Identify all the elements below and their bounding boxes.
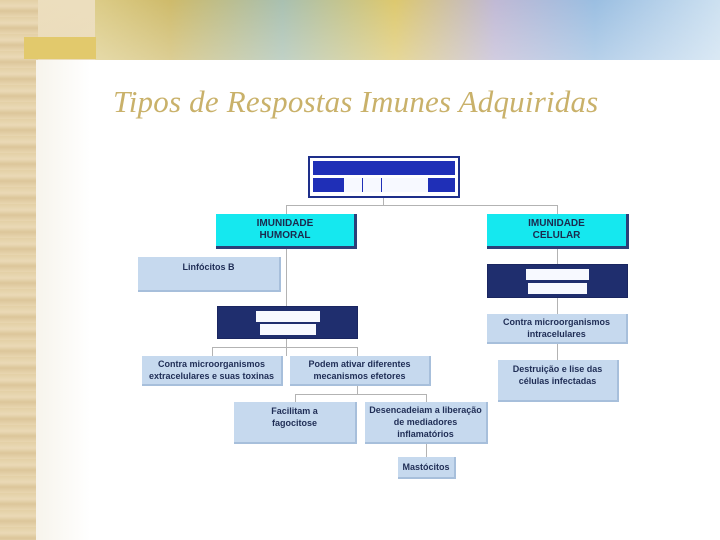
root-node-label-divider: [362, 178, 363, 192]
cellular-immunity-label: IMUNIDADE CELULAR: [528, 218, 585, 241]
phagocytosis-label: Facilitam a fagocitose: [271, 406, 318, 428]
humoral-immunity-label: IMUNIDADE HUMORAL: [256, 218, 314, 241]
connector: [295, 394, 296, 402]
root-node-top-band: [313, 161, 455, 175]
left-texture-strip: [0, 0, 38, 540]
connector: [383, 198, 384, 206]
root-node-label-divider: [381, 178, 382, 192]
cellular-immunity-node: IMUNIDADE CELULAR: [487, 214, 629, 249]
extracellular-node: Contra microorganismos extracelulares e …: [142, 356, 283, 386]
connector: [357, 347, 358, 356]
connector: [426, 394, 427, 402]
connector: [557, 205, 558, 215]
connector: [286, 248, 287, 306]
accent-rectangle: [24, 37, 96, 59]
inflammatory-mediators-label: Desencadeiam a liberação de mediadores i…: [369, 405, 482, 439]
banner-fade: [95, 0, 720, 60]
root-node: [308, 156, 460, 198]
slide-title: Tipos de Respostas Imunes Adquiridas: [113, 84, 599, 119]
effector-mechanisms-label: Podem ativar diferentes mecanismos efeto…: [308, 359, 411, 381]
decorative-banner: [95, 0, 720, 60]
connector: [212, 347, 213, 356]
b-lymphocytes-label: Linfócitos B: [182, 262, 235, 272]
connector: [286, 205, 287, 215]
phagocytosis-node: Facilitam a fagocitose: [234, 402, 357, 444]
cellular-effector-label-cover: [526, 269, 589, 280]
humoral-immunity-node: IMUNIDADE HUMORAL: [216, 214, 357, 249]
connector: [557, 344, 558, 360]
cellular-effector-node: [487, 264, 628, 298]
content-panel: [36, 60, 720, 540]
root-node-label-cover: [344, 178, 428, 192]
connector: [295, 394, 427, 395]
effector-mechanisms-node: Podem ativar diferentes mecanismos efeto…: [290, 356, 431, 386]
intracellular-node: Contra microorganismos intracelulares: [487, 314, 628, 344]
intracellular-label: Contra microorganismos intracelulares: [502, 317, 611, 339]
connector: [426, 444, 427, 457]
mast-cells-node: Mastócitos: [398, 457, 456, 479]
connector: [357, 386, 358, 394]
inflammatory-mediators-node: Desencadeiam a liberação de mediadores i…: [365, 402, 488, 444]
connector: [286, 205, 558, 206]
connector: [212, 347, 358, 348]
cell-destruction-node: Destruição e lise das células infectadas: [498, 360, 619, 402]
cell-destruction-label: Destruição e lise das células infectadas: [512, 364, 603, 386]
connector: [557, 298, 558, 314]
humoral-effector-label-cover: [260, 324, 316, 335]
extracellular-label: Contra microorganismos extracelulares e …: [148, 359, 275, 381]
cellular-effector-label-cover: [528, 283, 587, 294]
connector: [557, 248, 558, 264]
mast-cells-label: Mastócitos: [402, 462, 450, 472]
humoral-effector-node: [217, 306, 358, 339]
humoral-effector-label-cover: [256, 311, 320, 322]
b-lymphocytes-node: Linfócitos B: [138, 257, 281, 292]
